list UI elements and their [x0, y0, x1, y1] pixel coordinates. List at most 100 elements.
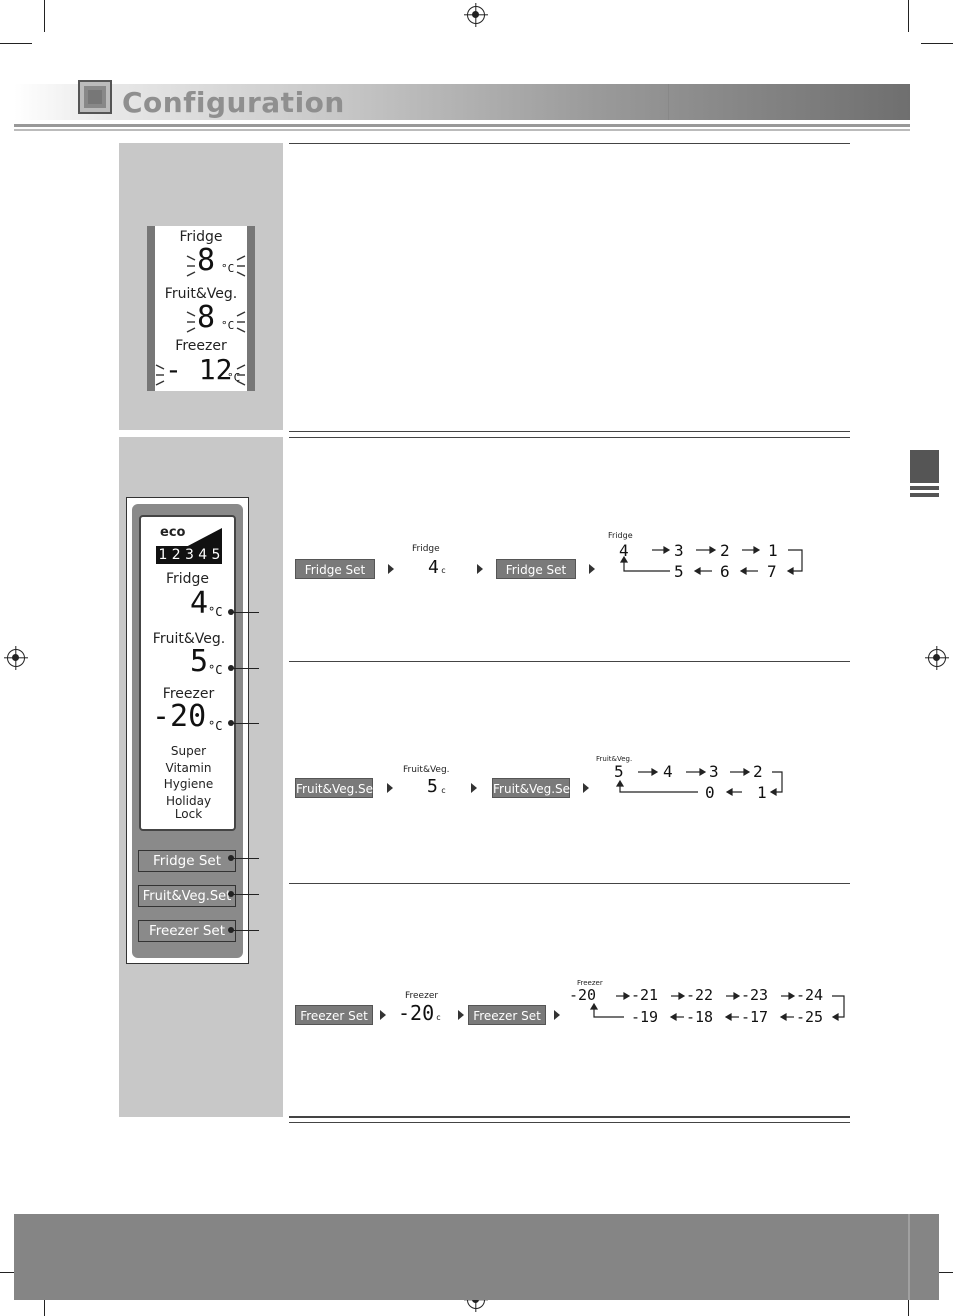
- freezer-set-button[interactable]: Freezer Set: [468, 1005, 546, 1025]
- crop-mark: [44, 0, 45, 32]
- fruitveg-label: Fruit&Veg.: [152, 631, 226, 647]
- freezer-label: Freezer: [162, 686, 215, 702]
- freezer-cycle-value: -25: [796, 1008, 824, 1026]
- mode-hygiene: Hygiene: [163, 777, 214, 791]
- fruitveg-start-value: 5: [427, 776, 438, 797]
- registration-mark-icon: [928, 649, 946, 667]
- freezer-cycle-value: -21: [631, 986, 659, 1004]
- next-step-icon: [471, 783, 477, 793]
- freezer-label: Freezer: [577, 979, 603, 987]
- fridge-label: Fridge: [165, 571, 210, 587]
- fridge-cycle-value: 7: [767, 562, 777, 581]
- registration-mark-icon: [7, 649, 25, 667]
- celsius-unit: °C: [208, 719, 223, 733]
- control-panel-screen: [139, 515, 236, 831]
- leader-dot: [228, 720, 234, 726]
- header-banner: [14, 84, 910, 120]
- crop-mark: [0, 43, 32, 44]
- leader-dot: [228, 855, 234, 861]
- eco-level: 4: [198, 547, 208, 563]
- freezer-start-value: -20: [398, 1001, 435, 1025]
- crop-mark: [908, 0, 909, 32]
- mode-super: Super: [170, 744, 207, 758]
- fridge-label: Fridge: [179, 229, 223, 245]
- mode-vitamin: Vitamin: [165, 760, 212, 775]
- freezer-set-button[interactable]: Freezer Set: [295, 1005, 373, 1025]
- eco-level: 1: [158, 547, 168, 563]
- registration-mark-icon: [467, 6, 485, 24]
- section-rule: [289, 437, 850, 438]
- temperature-display: Fridge 8 °C Fruit&Veg. 8 °C Freezer - 12…: [147, 226, 255, 391]
- fridge-start-value: 4: [428, 557, 439, 578]
- next-step-icon: [583, 783, 589, 793]
- footer-bar: [14, 1214, 939, 1300]
- fridge-cycle-arrows-icon: [619, 545, 803, 576]
- leader-line: [231, 612, 259, 613]
- freezer-cycle-value: -19: [631, 1008, 659, 1026]
- celsius-unit: °C: [227, 371, 241, 384]
- section-square-icon: [78, 80, 112, 114]
- crop-mark: [908, 1284, 909, 1316]
- fruitveg-set-button[interactable]: Fruit&Veg.Set: [492, 778, 575, 798]
- fridge-cycle-value: 2: [720, 541, 730, 560]
- leader-line: [231, 930, 259, 931]
- celsius-unit: °C: [208, 605, 223, 619]
- next-step-icon: [387, 783, 393, 793]
- mode-holiday: Holiday: [165, 793, 212, 808]
- fridge-label: Fridge: [412, 544, 440, 554]
- leader-line: [231, 723, 259, 724]
- leader-dot: [228, 927, 234, 933]
- next-step-icon: [477, 564, 483, 574]
- celsius-unit: °C: [208, 663, 223, 677]
- eco-level: 3: [185, 547, 194, 563]
- celsius-unit: °C: [221, 262, 235, 275]
- next-step-icon: [589, 564, 595, 574]
- next-step-icon: [388, 564, 394, 574]
- leader-line: [231, 858, 259, 859]
- fridge-set-button[interactable]: Fridge Set: [295, 559, 375, 579]
- eco-level: 2: [171, 547, 181, 563]
- freezer-temperature: - 12: [165, 353, 233, 386]
- section-rule: [289, 143, 850, 144]
- freezer-cycle-value: -23: [741, 986, 769, 1004]
- fruitveg-cycle-value: 4: [663, 762, 673, 781]
- mode-lock: Lock: [174, 807, 203, 821]
- leader-dot: [228, 609, 234, 615]
- section-rule: [289, 1122, 850, 1123]
- fruitveg-temperature: 5: [190, 644, 209, 679]
- section-rule: [289, 431, 850, 432]
- freezer-cycle-value: -17: [741, 1008, 769, 1026]
- fridge-set-button[interactable]: Fridge Set: [496, 559, 576, 579]
- fruitveg-set-button[interactable]: Fruit&Veg.Set: [295, 778, 378, 798]
- footer-divider: [908, 1214, 910, 1300]
- fridge-cycle-value: 1: [768, 541, 778, 560]
- freezer-cycle-value: -18: [686, 1008, 714, 1026]
- next-step-icon: [458, 1010, 464, 1020]
- leader-line: [231, 668, 259, 669]
- eco-levels: 1 2 3 4 5: [157, 547, 222, 563]
- fridge-set-button[interactable]: Fridge Set: [138, 850, 236, 872]
- freezer-temperature: -20: [152, 699, 207, 734]
- fruitveg-cycle-value: 2: [753, 762, 763, 781]
- freezer-set-button[interactable]: Freezer Set: [138, 920, 236, 942]
- section-rule: [289, 661, 850, 662]
- fridge-label: Fridge: [608, 531, 633, 540]
- fruitveg-label: Fruit&Veg.: [596, 755, 633, 763]
- header-divider: [668, 84, 669, 120]
- page-title: Configuration: [122, 86, 345, 119]
- celsius-unit: °C: [221, 319, 235, 332]
- freezer-cycle-arrows-icon: [589, 991, 845, 1022]
- fruitveg-temperature: 8: [197, 300, 216, 335]
- fridge-temperature: 4: [190, 586, 209, 621]
- fruitveg-set-button[interactable]: Fruit&Veg.Set: [138, 885, 236, 907]
- eco-level-indicator-icon: [156, 528, 222, 564]
- leader-line: [231, 894, 259, 895]
- fruitveg-label: Fruit&Veg.: [164, 286, 238, 302]
- eco-label: eco: [160, 525, 186, 540]
- freezer-cycle-value: -20: [569, 986, 597, 1004]
- crop-mark: [44, 1284, 45, 1316]
- fruitveg-cycle-value: 3: [709, 762, 719, 781]
- fridge-cycle-value: 4: [619, 541, 629, 560]
- section-rule: [289, 1116, 850, 1118]
- leader-dot: [228, 891, 234, 897]
